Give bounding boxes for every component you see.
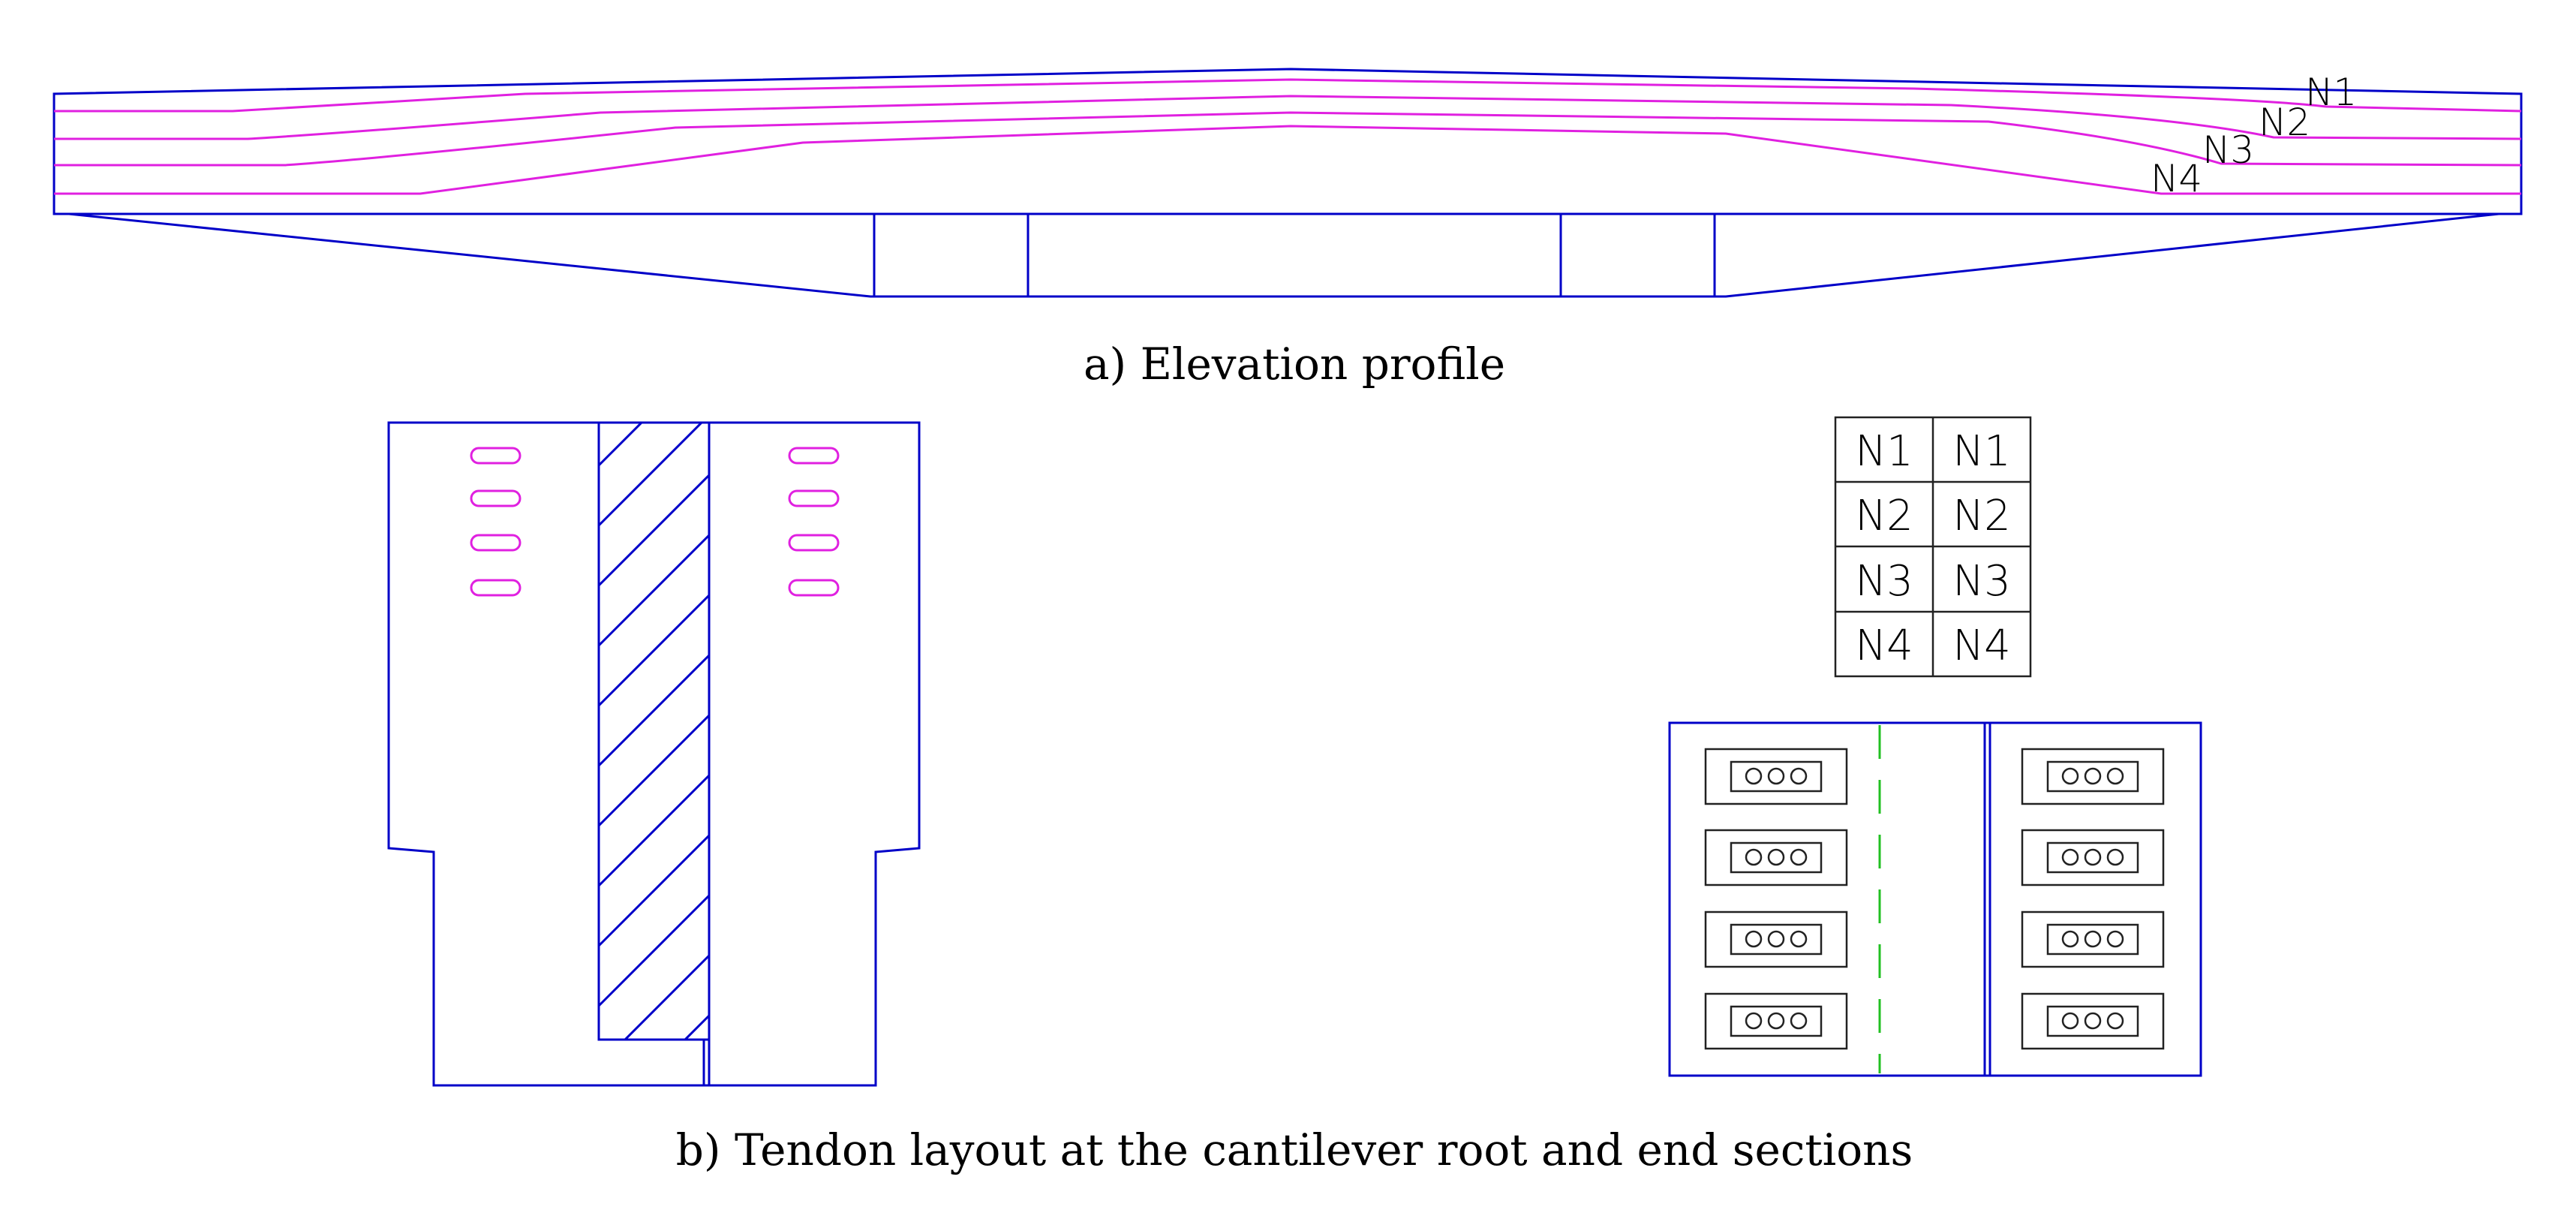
girder-soffit bbox=[68, 212, 2499, 298]
elevation-drawing: N1 N2 N3 N4 bbox=[53, 68, 2523, 298]
anchor-plate bbox=[1704, 910, 1848, 968]
tendon-n3 bbox=[54, 111, 2522, 167]
caption-sections: b) Tendon layout at the cantilever root … bbox=[676, 1124, 1913, 1175]
table-cell: N1 bbox=[1855, 427, 1913, 476]
anchor-plate bbox=[2021, 748, 2165, 805]
root-section-web bbox=[597, 421, 711, 1041]
pier-diaphragms bbox=[873, 214, 1716, 296]
root-section-drawing bbox=[387, 421, 921, 1087]
tendon-n1 bbox=[54, 78, 2522, 113]
table-cell: N1 bbox=[1952, 427, 2011, 476]
root-ducts-left bbox=[470, 447, 522, 597]
anchor-group-left bbox=[1704, 748, 1848, 1050]
anchor-plate bbox=[1704, 829, 1848, 886]
tendon-label-n4: N4 bbox=[2151, 157, 2202, 200]
tendon-label-n1: N1 bbox=[2305, 71, 2357, 114]
anchor-group-right bbox=[2021, 748, 2165, 1050]
tendon-n2 bbox=[54, 95, 2522, 140]
anchor-plate bbox=[2021, 910, 2165, 968]
root-section-outline bbox=[387, 421, 921, 1087]
root-section-step bbox=[702, 1040, 711, 1085]
table-cell: N4 bbox=[1855, 622, 1913, 670]
table-cell: N3 bbox=[1952, 557, 2011, 606]
web-hatching bbox=[599, 423, 709, 1040]
table-cell: N2 bbox=[1855, 492, 1913, 540]
anchor-plate bbox=[1704, 748, 1848, 805]
tendon-profiles bbox=[54, 78, 2522, 195]
table-cell: N3 bbox=[1855, 557, 1913, 606]
tendon-n4 bbox=[54, 125, 2521, 195]
deck-outline bbox=[53, 68, 2523, 215]
anchor-plate bbox=[2021, 992, 2165, 1050]
table-cell: N4 bbox=[1952, 622, 2011, 670]
anchor-plate bbox=[2021, 829, 2165, 886]
tendon-label-n3: N3 bbox=[2202, 128, 2254, 172]
tendon-label-n2: N2 bbox=[2259, 101, 2310, 144]
end-section-drawing bbox=[1668, 721, 2202, 1077]
tendon-table: N1 N1 N2 N2 N3 N3 N4 N4 bbox=[1834, 416, 2032, 678]
end-section-outline bbox=[1668, 721, 2202, 1077]
caption-elevation: a) Elevation profile bbox=[1084, 339, 1505, 390]
table-cell: N2 bbox=[1952, 492, 2011, 540]
root-ducts-right bbox=[788, 447, 840, 597]
anchor-plate bbox=[1704, 992, 1848, 1050]
